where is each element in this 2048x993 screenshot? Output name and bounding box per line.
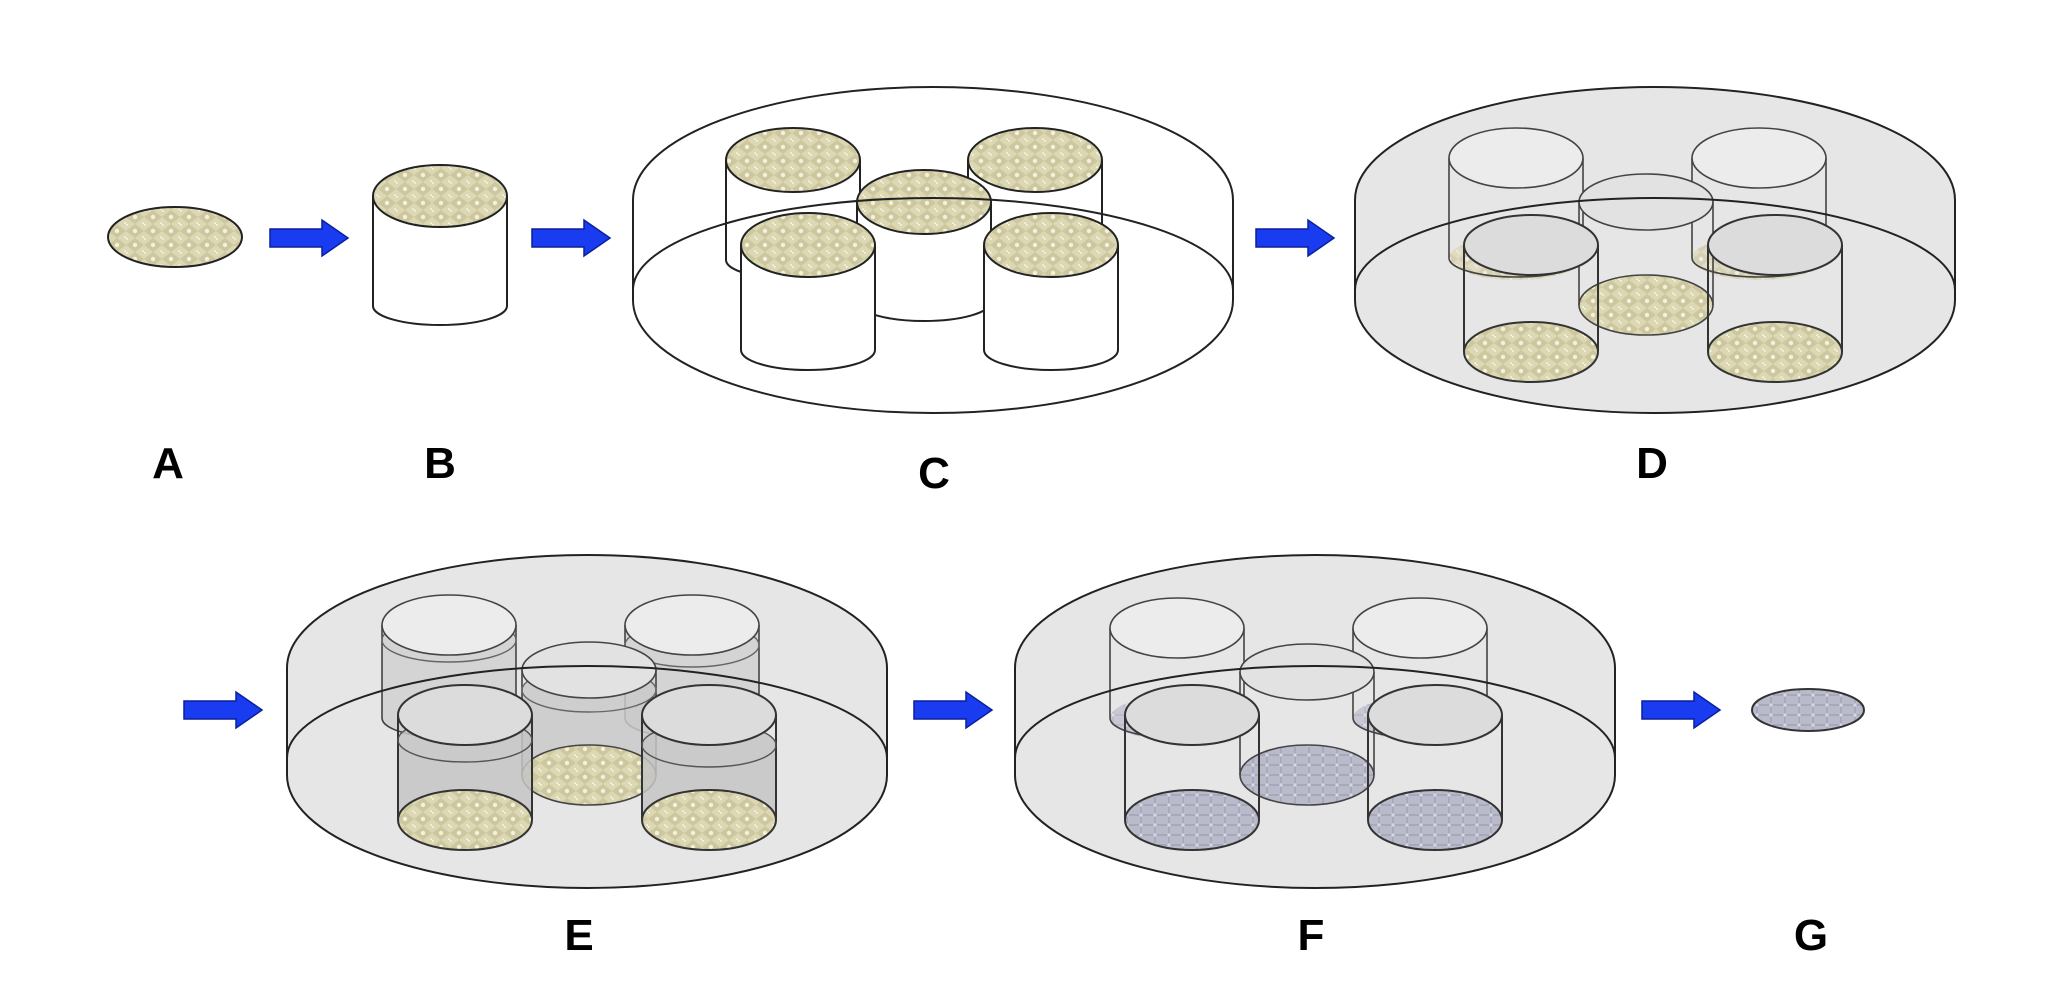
arrow-icon xyxy=(183,690,264,730)
arrow-icon xyxy=(531,218,612,258)
stage-g-coated-disc xyxy=(1751,688,1865,732)
arrow-icon xyxy=(913,690,994,730)
stage-a-mesh-disc xyxy=(107,206,243,268)
stage-f-dish-filled xyxy=(1014,554,1616,889)
cylinder xyxy=(1124,684,1260,851)
stage-e-dish-filled xyxy=(286,554,888,889)
cylinder xyxy=(397,684,533,851)
cylinder xyxy=(856,169,992,322)
stage-c-dish xyxy=(632,86,1234,414)
label-a: A xyxy=(152,439,184,488)
cylinder xyxy=(1578,173,1714,336)
arrow-icon xyxy=(1641,690,1722,730)
cylinder xyxy=(983,212,1119,371)
label-f: F xyxy=(1298,911,1325,960)
arrow-icon xyxy=(269,218,350,258)
label-b: B xyxy=(424,439,456,488)
arrow-icon xyxy=(1255,218,1336,258)
cylinder xyxy=(1463,214,1599,383)
label-d: D xyxy=(1636,439,1668,488)
cylinder xyxy=(1367,684,1503,851)
label-e: E xyxy=(564,911,593,960)
cylinder xyxy=(740,212,876,371)
label-g: G xyxy=(1794,911,1828,960)
stage-b-cylinder xyxy=(372,164,508,326)
cylinder xyxy=(641,684,777,851)
label-c: C xyxy=(918,449,950,498)
stage-d-dish-filled xyxy=(1354,86,1956,414)
cylinder xyxy=(1239,643,1375,806)
cylinder xyxy=(521,641,657,806)
cylinder xyxy=(1707,214,1843,383)
